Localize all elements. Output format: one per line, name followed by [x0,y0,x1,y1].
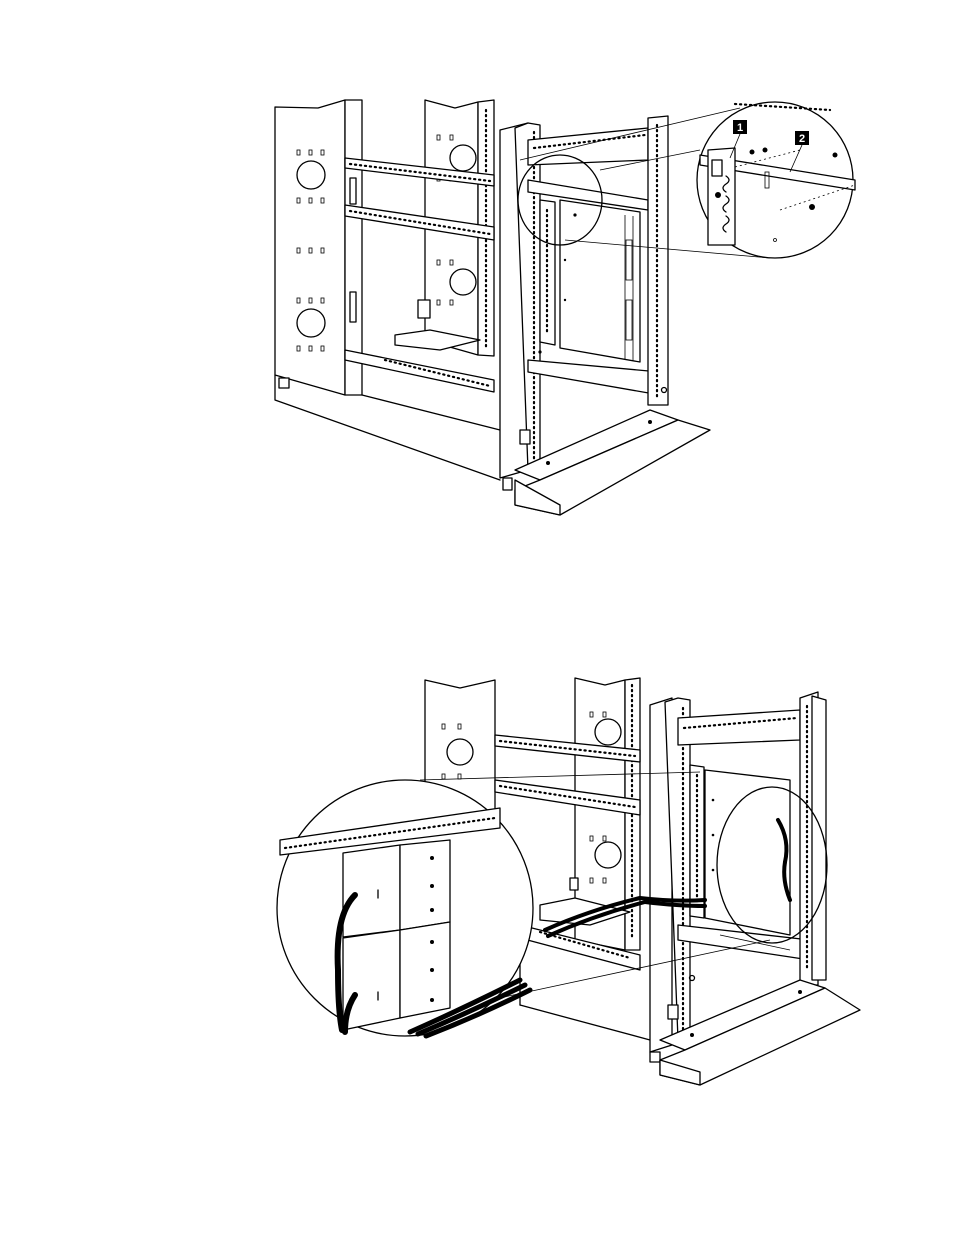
right-bay [528,128,660,395]
front-left-post [650,698,690,1062]
front-right-post [800,692,826,985]
rack-drawing-2 [0,640,954,1120]
rack-installation-figure-2 [0,640,954,1120]
callout-1-label: 1 [737,122,743,134]
front-right-post [648,116,668,405]
rack-drawing-1: 1 2 [0,0,954,560]
rear-left-panel [275,100,345,395]
detail-circle [697,102,855,258]
right-bay [678,710,810,960]
rack-installation-figure-1: 1 2 [0,0,954,560]
callout-2-label: 2 [799,133,805,145]
front-left-post [500,123,540,490]
stabilizer-foot [515,410,710,515]
